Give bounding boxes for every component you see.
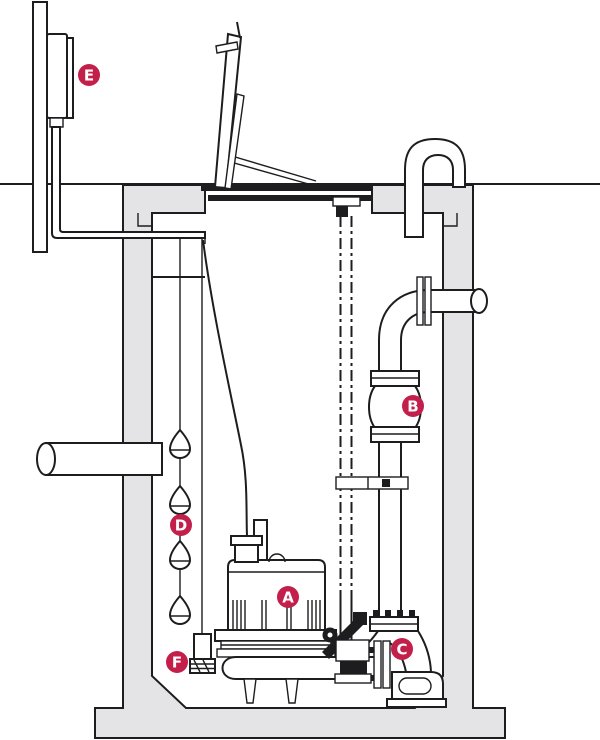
hatch-hinge-rod [236,21,241,39]
pump-seal-flange [214,629,337,642]
callout-letter: E [84,67,94,85]
flange-bolt [385,610,391,617]
pump-lift-loop [268,553,286,563]
cord-weight-base [189,658,216,674]
conduit-connector [49,117,64,128]
cord-weight-body [193,633,212,660]
callout-E: E [78,64,100,86]
flange-bolt [409,610,415,617]
discharge-riser-pipe [378,441,402,618]
pump-cable-cap [230,535,263,546]
float-switches [168,428,192,625]
rail-bracket-upper-clamp [336,206,348,217]
callout-badge [170,514,192,536]
wall-flange-plate-2 [424,276,432,326]
float-switch [168,594,192,625]
inlet-pipe [45,442,163,476]
wall-joint-notch-left [137,213,152,227]
callout-badge [402,395,424,417]
callout-letter: D [175,517,187,535]
discharge-flange-plate [382,640,391,689]
access-hatch-door [213,21,317,190]
pump-power-cable [202,239,248,537]
claw-lever [322,617,364,659]
float-switch [168,539,192,570]
callout-A: A [277,586,299,608]
callout-B: B [402,395,424,417]
elbow-base-plate [386,698,447,708]
hatch-frame-outer [201,183,371,191]
callout-letter: A [282,589,294,607]
hatch-support-arm [219,158,313,186]
pump-seal-band-2 [216,648,336,658]
pump-leg [243,678,257,704]
callout-F: F [166,651,188,673]
hatch-door-slat [224,93,245,190]
claw-block [353,612,367,625]
flange-bolt [397,610,403,617]
wall-joint-notch-right [443,213,458,227]
hatch-door-panel [213,32,243,190]
discharge-elbow [359,610,447,708]
inlet-pipe-open-end [36,442,56,476]
mounting-post [32,1,48,253]
callout-badge [78,64,100,86]
outlet-pipe-open-end [470,288,488,314]
callout-D: D [170,514,192,536]
cord-weight [189,633,216,674]
rail-bracket-middle-clamp [382,479,390,487]
callout-badge [277,586,299,608]
callout-badge [166,651,188,673]
discharge-flange-plate [373,640,382,689]
vent-pipe [404,137,466,238]
elbow-base-slot [398,677,432,695]
claw-pivot-center [327,632,333,638]
callout-letter: C [396,641,407,659]
basin-concrete-structure [94,184,506,739]
discharge-bolt [366,647,374,653]
rail-bracket-middle [335,476,409,490]
hatch-support-arm-2 [224,153,317,182]
hatch-frame-inner [208,195,373,201]
claw-body [335,639,370,662]
control-panel [46,33,68,119]
claw-foot [334,673,372,684]
flange-bolt [373,610,379,617]
electrical-conduit [51,126,206,239]
pump-cable-box [234,544,259,563]
callout-letter: B [407,398,418,416]
pump-motor-housing [227,559,326,631]
pump-leg [285,678,299,704]
float-switch [168,428,192,459]
float-switch [168,484,192,515]
rail-bracket-upper [332,196,361,207]
callout-letter: F [172,654,182,672]
claw-shoe [340,661,367,674]
callout-badge [391,638,413,660]
callout-C: C [391,638,413,660]
wall-flange-plate-1 [416,276,424,326]
pump-cooling-ribs [232,600,321,629]
lifting-claw [322,592,372,684]
hatch-handle [215,41,239,54]
